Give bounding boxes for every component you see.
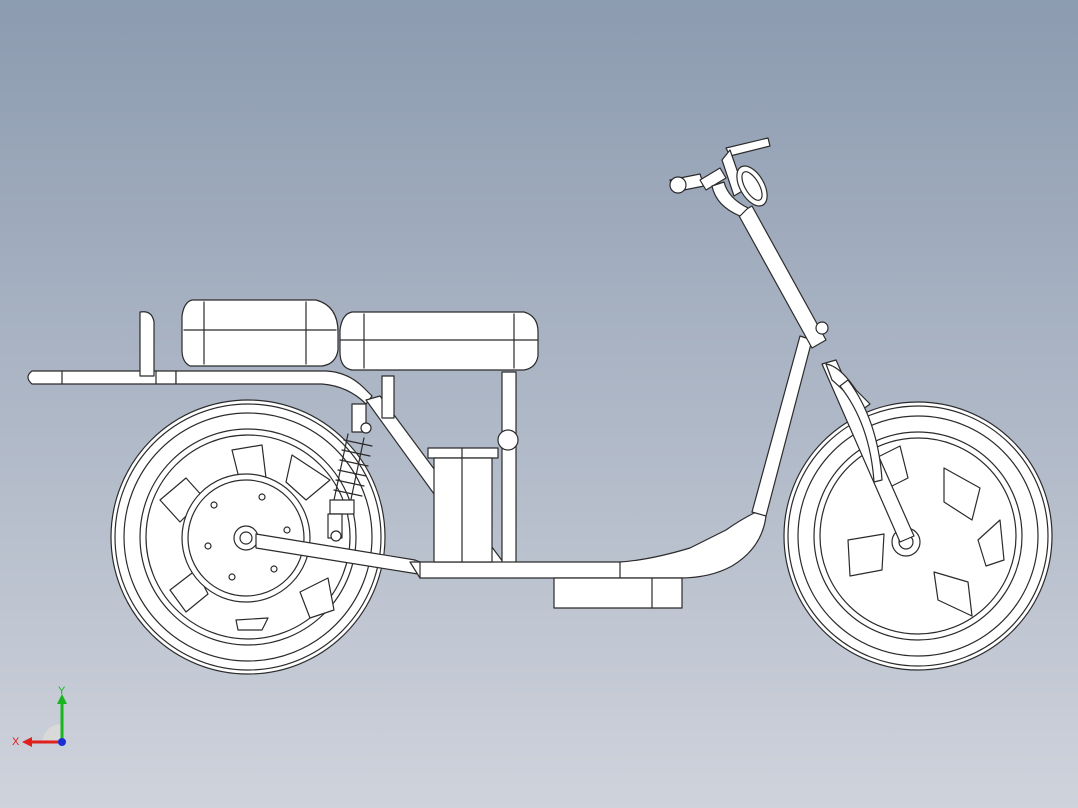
orientation-triad[interactable]: Y X	[10, 684, 80, 754]
battery-box	[427, 447, 499, 563]
front-seat[interactable]	[339, 311, 539, 371]
handlebar[interactable]	[669, 137, 771, 217]
y-axis-label: Y	[58, 685, 66, 697]
x-axis-arrowhead-icon	[22, 737, 32, 747]
rear-seat[interactable]	[181, 299, 339, 367]
rear-hub-motor	[181, 473, 311, 603]
x-axis-label: X	[12, 736, 20, 748]
front-wheel[interactable]	[783, 401, 1053, 671]
front-fork	[821, 359, 915, 543]
rear-shock	[327, 403, 373, 542]
y-axis-arrowhead-icon	[57, 694, 67, 704]
deck-box	[553, 577, 683, 609]
headlight-ring	[736, 165, 768, 207]
rear-rack	[27, 311, 177, 385]
z-axis-dot-icon	[58, 738, 66, 746]
triad-plane-icon	[42, 724, 62, 742]
